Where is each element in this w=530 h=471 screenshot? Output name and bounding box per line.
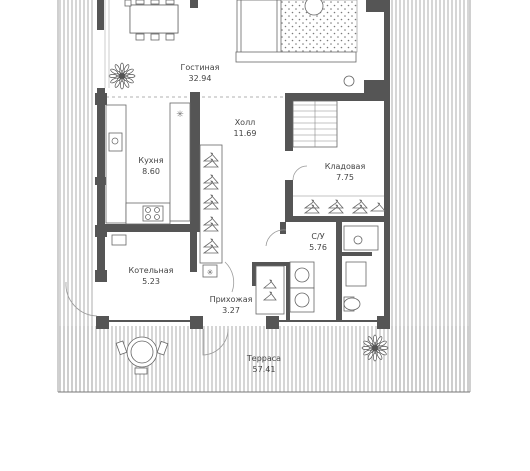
room-area: 7.75 (336, 173, 354, 182)
room-area: 5.76 (309, 243, 327, 252)
room-name: Кухня (138, 156, 163, 165)
washing-machine-icon (289, 261, 315, 313)
dining-table-icon (124, 0, 179, 41)
sofa-icon (235, 0, 357, 63)
hanger-icon (202, 152, 219, 254)
stove-icon (142, 205, 164, 222)
room-name: Гостиная (181, 63, 220, 72)
switchboard: ✳ (202, 264, 218, 278)
hanger-icon (303, 199, 386, 214)
plant-icon (361, 334, 389, 362)
label-bathroom: С/У 5.76 (309, 232, 327, 252)
room-name: Кладовая (325, 162, 366, 171)
room-name: С/У (311, 232, 324, 241)
rug-icon (280, 0, 358, 87)
terrace-door (65, 281, 98, 317)
boiler-icon (111, 234, 127, 246)
shoe-icon (255, 265, 285, 315)
room-area: 57.41 (253, 365, 276, 374)
label-boiler: Котельная 5.23 (129, 266, 174, 286)
label-hall: Холл 11.69 (234, 118, 257, 138)
front-door (202, 328, 229, 356)
label-terrace: Терраса 57.41 (246, 354, 281, 374)
hood-icon: ✳ (176, 110, 184, 120)
stairs-icon (292, 100, 338, 148)
room-name: Котельная (129, 266, 174, 275)
room-area: 8.60 (142, 167, 160, 176)
room-name: Прихожая (210, 295, 253, 304)
room-area: 11.69 (234, 129, 257, 138)
terrace-deck (57, 0, 471, 393)
label-living: Гостиная 32.94 (181, 63, 220, 83)
room-name: Холл (235, 118, 256, 127)
toilet-icon (343, 296, 361, 312)
sink-icon (343, 225, 379, 251)
walls (95, 0, 390, 329)
sink-icon (108, 132, 123, 152)
garden-table-icon (115, 336, 169, 375)
plant-icon (108, 62, 136, 90)
room-name: Терраса (246, 354, 281, 363)
shower (345, 261, 367, 287)
room-area: 32.94 (189, 74, 212, 83)
label-storage: Кладовая 7.75 (325, 162, 366, 182)
room-area: 5.23 (142, 277, 160, 286)
room-area: 3.27 (222, 306, 240, 315)
svg-text:✳: ✳ (207, 268, 214, 277)
label-entrance: Прихожая 3.27 (210, 295, 253, 315)
label-kitchen: Кухня 8.60 (138, 156, 163, 176)
